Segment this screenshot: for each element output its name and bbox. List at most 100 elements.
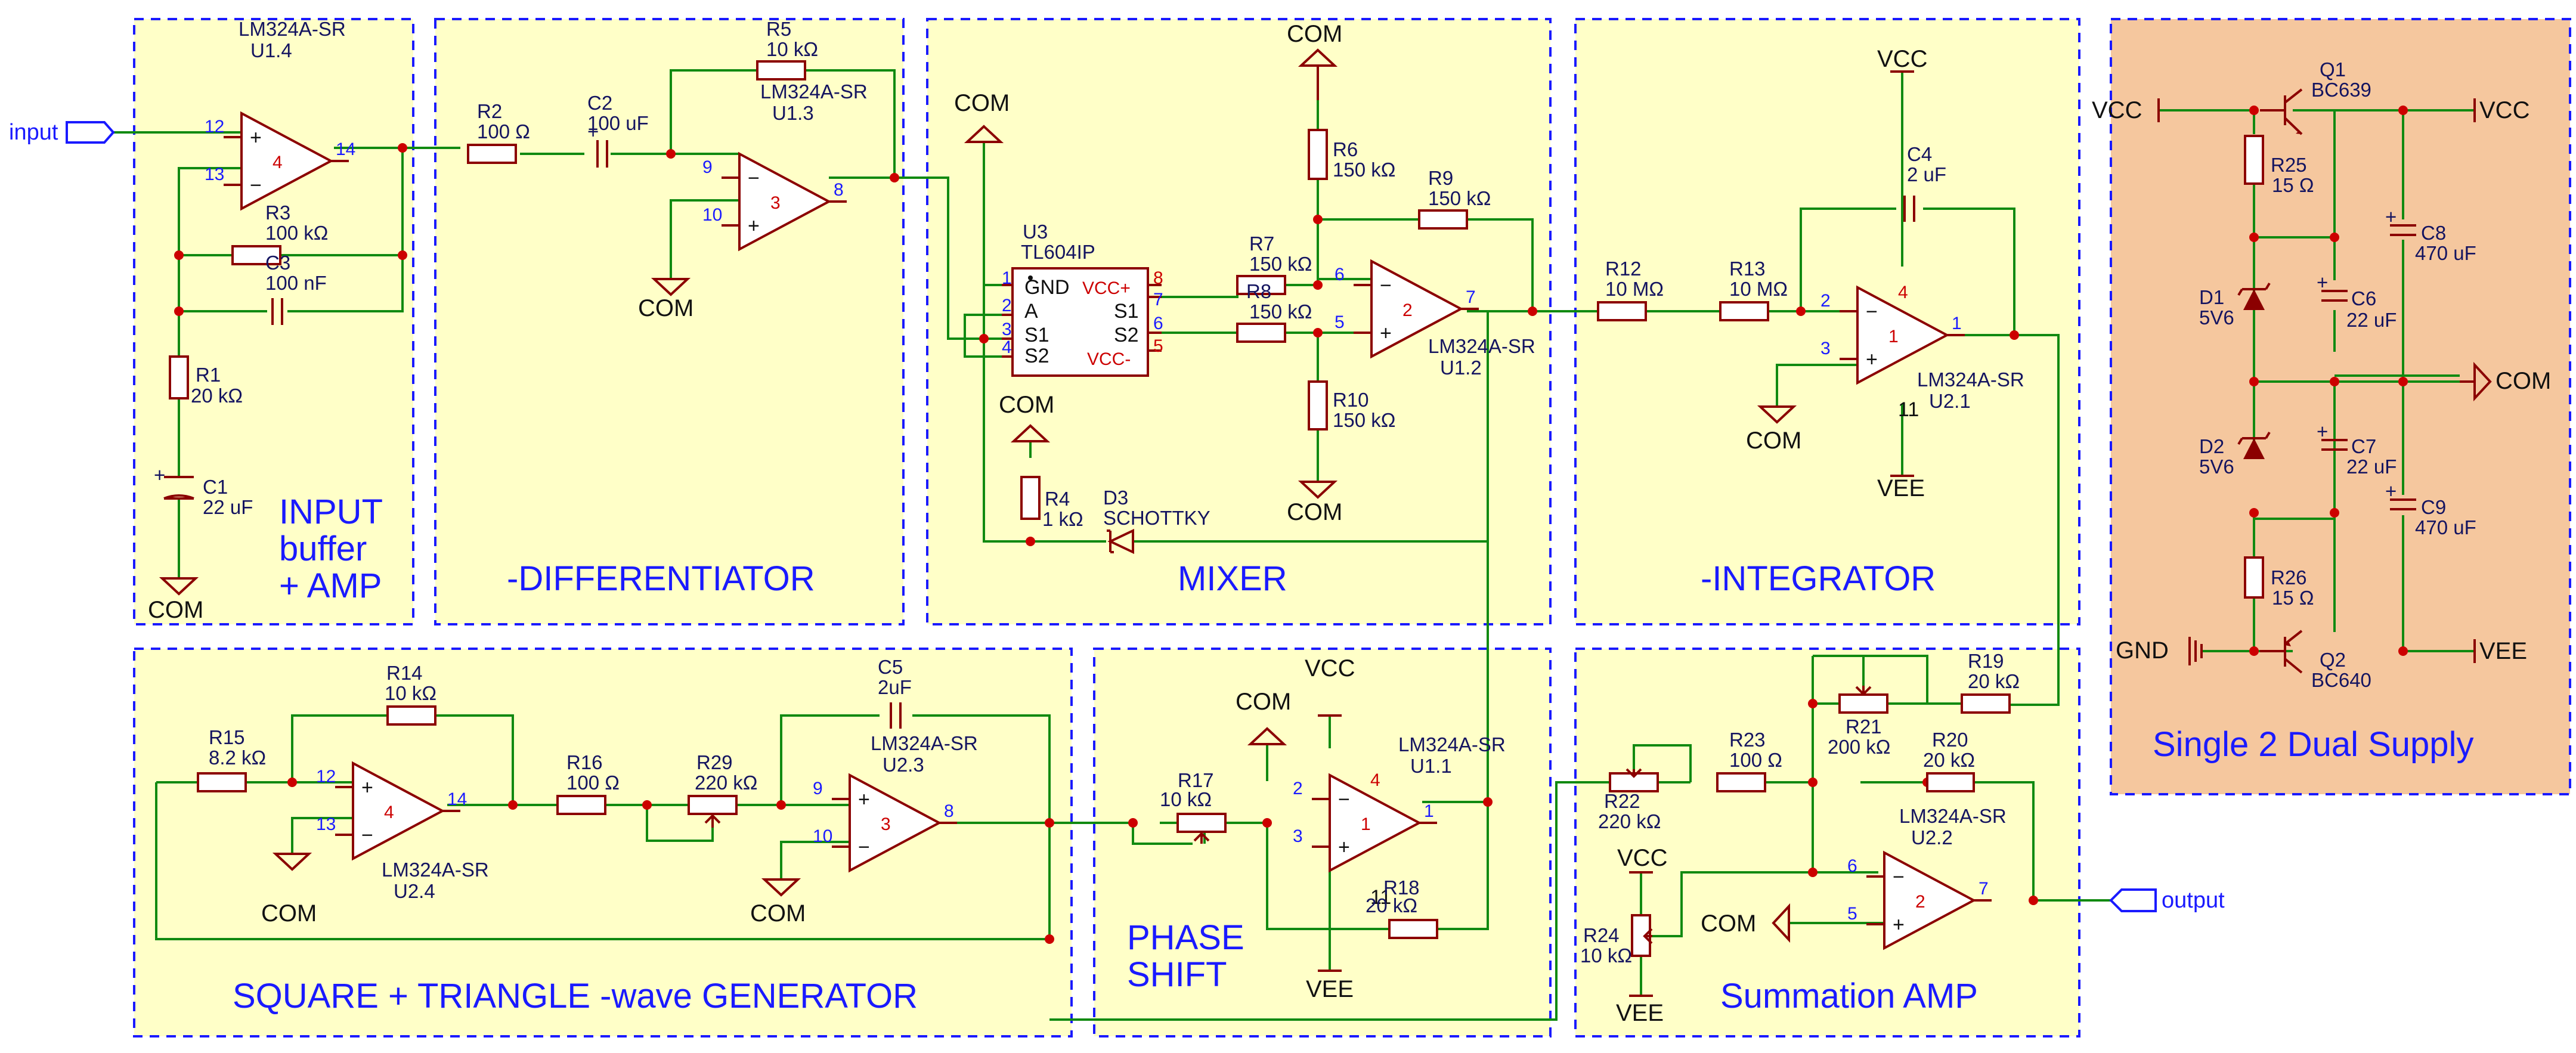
svg-text:100 Ω: 100 Ω	[1729, 749, 1782, 771]
wires	[113, 69, 2475, 1021]
opamp-ref: U2.4	[394, 880, 435, 902]
opamp-ref: U2.2	[1911, 826, 1953, 848]
opamp-unit: 3	[770, 193, 781, 213]
svg-text:C3: C3	[265, 252, 290, 274]
svg-text:R13: R13	[1729, 258, 1766, 280]
title-integrator: -INTEGRATOR	[1701, 559, 1936, 598]
vcc-psu-out: VCC	[2473, 97, 2529, 123]
svg-text:R10: R10	[1333, 389, 1369, 411]
opamp-part: LM324A-SR	[239, 18, 346, 40]
opamp-unit: 4	[384, 803, 394, 822]
opamp-body	[240, 111, 334, 211]
svg-text:20 kΩ: 20 kΩ	[1366, 894, 1417, 916]
svg-text:R4: R4	[1045, 488, 1070, 510]
svg-text:R9: R9	[1428, 167, 1453, 189]
opamp-sign: +	[361, 776, 373, 799]
opamp-pin: 12	[205, 117, 224, 137]
capacitor-c4: C42 uF	[1903, 143, 1946, 222]
svg-text:VCC: VCC	[1617, 845, 1667, 871]
opamp-sign: −	[748, 167, 760, 190]
opamp-pin: 7	[1979, 879, 1989, 899]
svg-text:3: 3	[1002, 320, 1012, 339]
opamp-sign: +	[748, 215, 760, 237]
svg-text:D2: D2	[2199, 435, 2224, 457]
opamp-supply-pin: 4	[1370, 770, 1380, 790]
opamp-sign: −	[1866, 301, 1878, 323]
svg-text:BC640: BC640	[2311, 669, 2371, 691]
svg-text:COM: COM	[1746, 428, 1801, 454]
svg-text:100 uF: 100 uF	[587, 112, 649, 134]
svg-text:10 kΩ: 10 kΩ	[766, 38, 818, 60]
svg-text:100 Ω: 100 Ω	[566, 772, 620, 794]
svg-text:C6: C6	[2351, 287, 2376, 309]
opamp-pin: 7	[1466, 287, 1476, 307]
svg-text:15 Ω: 15 Ω	[2272, 174, 2314, 196]
com-r6: COM	[1287, 21, 1342, 100]
opamp-part: LM324A-SR	[1899, 805, 2007, 827]
svg-text:COM: COM	[261, 900, 317, 927]
svg-text:COM: COM	[999, 392, 1054, 418]
svg-text:R8: R8	[1246, 280, 1271, 302]
opamp-pin: 3	[1820, 339, 1831, 358]
svg-text:R15: R15	[209, 726, 245, 748]
svg-text:150 kΩ: 150 kΩ	[1333, 409, 1395, 431]
opamp-supply-pin: 11	[1898, 398, 1919, 421]
gnd-psu: GND	[2116, 637, 2203, 665]
opamp-sign: +	[1893, 913, 1905, 936]
svg-text:R1: R1	[196, 364, 221, 386]
title-mixer: MIXER	[1178, 559, 1287, 598]
opamp-pin: 14	[336, 140, 355, 159]
opamp-sign: −	[361, 824, 373, 847]
opamp-ref: U2.1	[1929, 390, 1971, 412]
svg-text:COM: COM	[2496, 368, 2551, 394]
title-input-3: + AMP	[279, 566, 382, 605]
output-port-label: output	[2162, 888, 2225, 913]
svg-text:+: +	[587, 120, 599, 143]
opamp-body	[1329, 773, 1422, 873]
svg-text:5V6: 5V6	[2199, 456, 2234, 478]
panel-differentiator	[434, 18, 905, 625]
svg-text:8: 8	[1153, 268, 1163, 288]
svg-text:10 MΩ: 10 MΩ	[1605, 278, 1664, 300]
output-port: output	[2109, 888, 2225, 913]
title-phase-2: SHIFT	[1127, 955, 1227, 994]
svg-text:R17: R17	[1178, 769, 1214, 791]
svg-text:150 kΩ: 150 kΩ	[1249, 301, 1312, 323]
com-r10: COM	[1287, 481, 1342, 525]
opamp-body	[849, 773, 942, 873]
section-titles: INPUT buffer + AMP -DIFFERENTIATOR MIXER…	[233, 493, 2473, 1015]
svg-text:BC639: BC639	[2311, 79, 2371, 101]
svg-text:VCC-: VCC-	[1087, 349, 1131, 369]
svg-text:S2: S2	[1024, 345, 1049, 367]
svg-text:COM: COM	[148, 597, 203, 623]
title-input-1: INPUT	[279, 493, 383, 531]
opamp-pin: 9	[702, 157, 713, 177]
opamp-pin: 5	[1847, 904, 1857, 924]
svg-text:R22: R22	[1604, 790, 1640, 812]
opamp-supply-pin: 11	[1370, 886, 1391, 909]
com-c1: COM	[148, 577, 203, 623]
svg-text:SCHOTTKY: SCHOTTKY	[1103, 507, 1210, 529]
opamp-pin: 3	[1293, 826, 1303, 846]
opamp-pin: 1	[1952, 314, 1962, 333]
svg-text:R6: R6	[1333, 138, 1358, 160]
opamp-unit: 2	[1915, 892, 1925, 912]
svg-text:A: A	[1024, 300, 1038, 323]
svg-text:COM: COM	[954, 90, 1010, 116]
svg-text:GND: GND	[1024, 276, 1070, 299]
